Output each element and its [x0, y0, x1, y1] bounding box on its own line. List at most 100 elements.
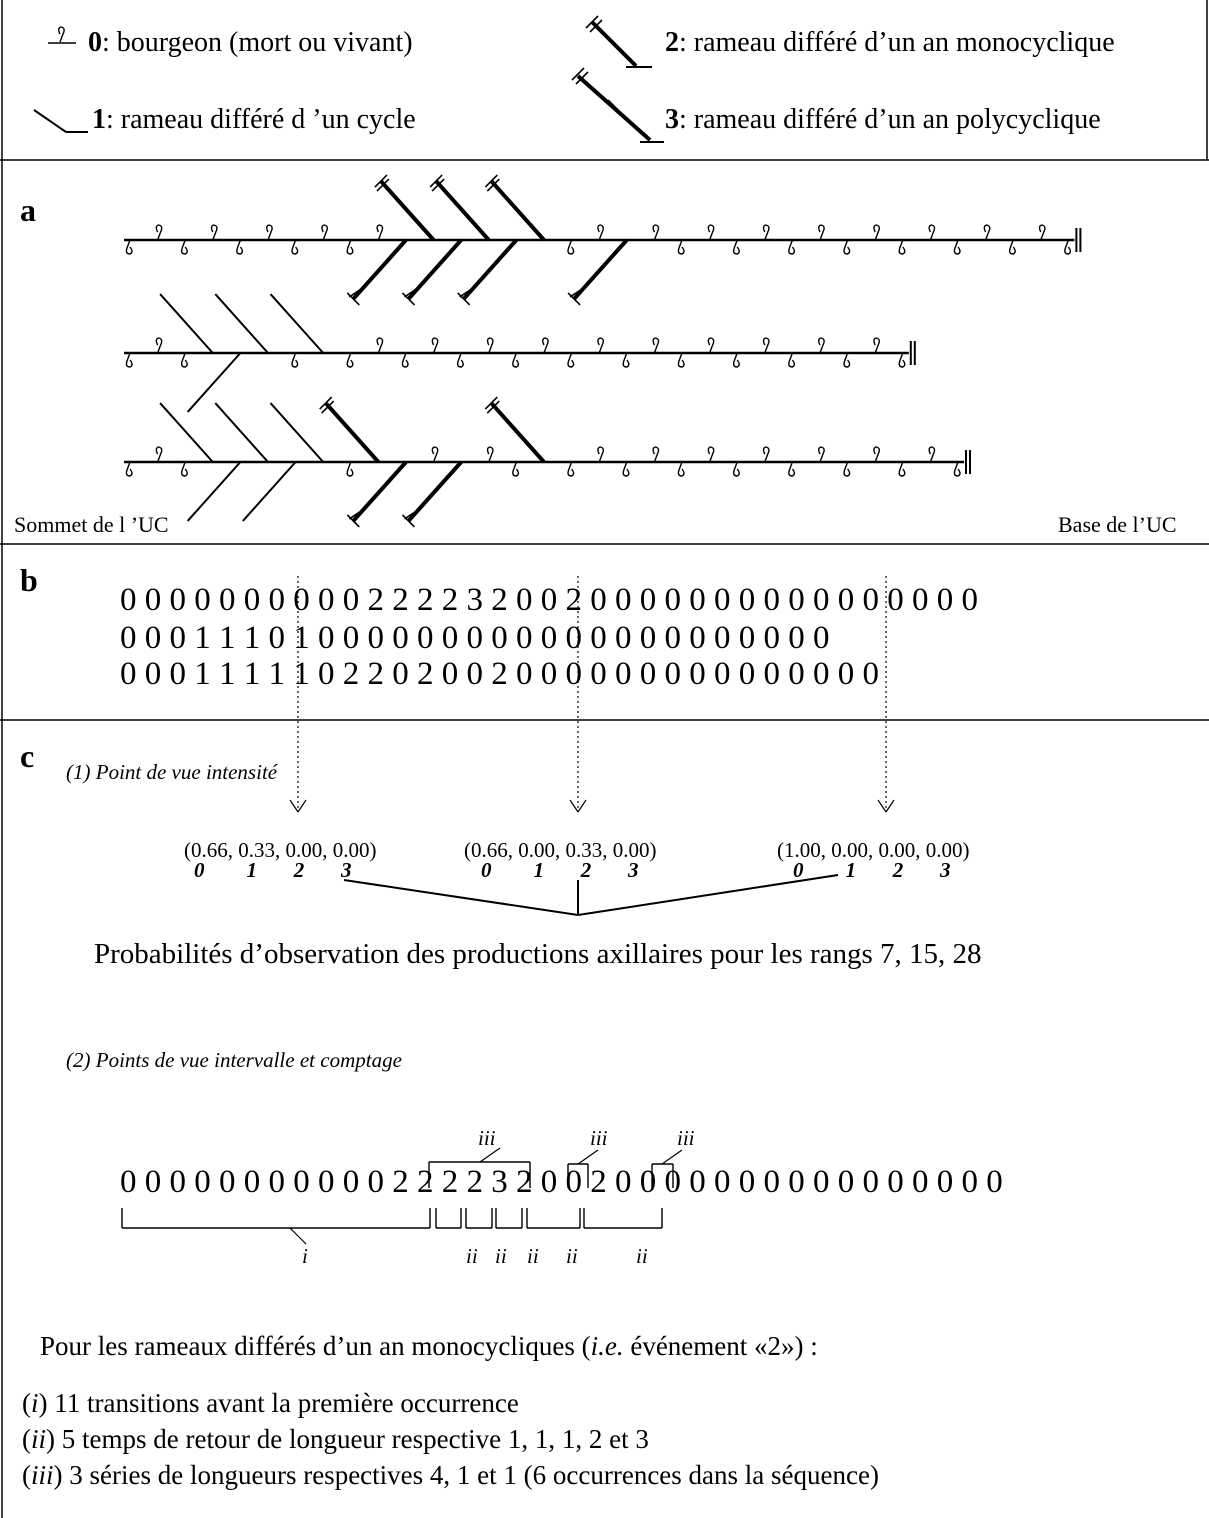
branch-type-1-icon — [214, 293, 269, 354]
legend-item-3: 3: rameau différé d’un an polycyclique — [665, 104, 1101, 135]
label-i: i — [302, 1244, 308, 1268]
branch-type-1-icon — [214, 402, 269, 463]
bud-icon — [843, 352, 851, 368]
bud-icon — [677, 352, 685, 368]
bud-icon — [652, 224, 660, 241]
c-title-1: (1) Point de vue intensité — [66, 760, 278, 784]
bud-icon — [873, 337, 881, 354]
bud-icon — [928, 224, 936, 241]
bud-icon — [125, 352, 133, 368]
c-sequence: 0 0 0 0 0 0 0 0 0 0 0 2 2 2 2 3 2 0 0 2 … — [120, 1164, 1003, 1200]
bud-icon — [512, 461, 520, 477]
bud-icon — [732, 239, 740, 255]
prob-connector — [343, 879, 579, 916]
bud-icon — [762, 446, 770, 463]
sequence-1: 0 0 0 0 0 0 0 0 0 0 2 2 2 2 3 2 0 0 2 0 … — [120, 582, 978, 618]
bud-icon — [597, 337, 605, 354]
bud-icon — [622, 352, 630, 368]
legend-branch-2-tick — [585, 15, 599, 29]
bud-icon — [346, 352, 354, 368]
bud-icon — [898, 352, 906, 368]
bud-icon — [486, 337, 494, 354]
bud-icon — [677, 461, 685, 477]
label-ii-4: ii — [566, 1244, 578, 1268]
rank-guide-arrow — [297, 799, 307, 813]
brackets — [121, 1147, 683, 1245]
bud-icon — [1038, 224, 1046, 241]
bud-icon — [788, 239, 796, 255]
c-item-i: (i) 11 transitions avant la première occ… — [22, 1388, 519, 1418]
rank-guide-arrow — [885, 799, 895, 813]
state-labels-7: 0 1 2 3 — [194, 858, 352, 882]
bracket-tick — [289, 1227, 307, 1245]
bud-icon — [652, 446, 660, 463]
bud-icon — [542, 337, 549, 354]
bracket-tick — [661, 1149, 683, 1165]
branch-type-1-icon — [269, 293, 324, 354]
branch-type-2-icon — [567, 238, 629, 306]
label-ii-3: ii — [527, 1244, 539, 1268]
legend-branch-1-icon — [33, 109, 67, 133]
bud-icon — [486, 446, 494, 463]
branch-type-2-icon — [484, 396, 546, 464]
label-ii-2: ii — [495, 1244, 507, 1268]
bud-icon — [155, 337, 163, 354]
bud-icon — [155, 446, 163, 463]
bud-icon — [622, 461, 630, 477]
bud-icon — [401, 352, 409, 368]
bud-icon — [236, 239, 244, 255]
branch-type-2-icon — [401, 238, 463, 306]
bud-icon — [928, 446, 936, 463]
bud-icon — [346, 461, 354, 477]
bud-icon — [1008, 239, 1016, 255]
prob-vector-7: (0.66, 0.33, 0.00, 0.00) — [184, 838, 377, 862]
rank-guide-arrow — [289, 799, 299, 813]
label-ii-5: ii — [636, 1244, 648, 1268]
bud-icon — [873, 446, 881, 463]
bud-icon — [597, 446, 605, 463]
branch-type-2-icon — [374, 174, 436, 242]
prob-caption: Probabilités d’observation des productio… — [94, 938, 982, 970]
bud-icon — [376, 337, 384, 354]
branch-type-1-icon — [159, 402, 214, 463]
prob-connector — [577, 874, 839, 916]
bud-icon — [762, 337, 770, 354]
sequence-2: 0 0 0 1 1 1 0 1 0 0 0 0 0 0 0 0 0 0 0 0 … — [120, 620, 830, 656]
rank-guides — [289, 576, 895, 916]
legend-branch-3-mark — [607, 99, 621, 113]
bud-icon — [180, 352, 188, 368]
bud-icon — [818, 446, 825, 463]
bud-icon — [898, 461, 906, 477]
bud-icon — [567, 461, 575, 477]
bud-icon — [597, 224, 605, 241]
bud-icon — [788, 461, 796, 477]
state-labels-15: 0 1 2 3 — [481, 858, 639, 882]
shoots — [124, 174, 1082, 528]
legend-item-1: 1: rameau différé d ’un cycle — [92, 104, 416, 135]
bud-icon — [346, 239, 354, 255]
state-labels-28: 0 1 2 3 — [793, 858, 951, 882]
bud-icon — [291, 239, 299, 255]
bud-icon — [898, 239, 906, 255]
bracket-tick — [479, 1147, 501, 1163]
bud-icon — [180, 461, 188, 477]
rank-guide-arrow — [577, 799, 587, 813]
branch-type-2-icon — [346, 238, 408, 306]
rank-guide-arrow — [569, 799, 579, 813]
bud-icon — [210, 224, 218, 241]
label-iii-2: iii — [590, 1126, 608, 1150]
bud-icon — [125, 461, 133, 477]
bud-icon — [291, 352, 299, 368]
legend-branch-3-icon — [576, 74, 652, 142]
bud-icon — [843, 239, 851, 255]
panel-label-a: a — [20, 192, 36, 228]
bud-icon — [431, 446, 439, 463]
bud-icon — [953, 239, 961, 255]
branch-type-2-icon — [484, 174, 546, 242]
label-top-of-uc: Sommet de l ’UC — [14, 512, 169, 537]
bud-icon — [567, 352, 575, 368]
bud-icon — [707, 337, 715, 354]
bracket-tick — [577, 1149, 599, 1165]
bud-icon — [953, 461, 961, 477]
